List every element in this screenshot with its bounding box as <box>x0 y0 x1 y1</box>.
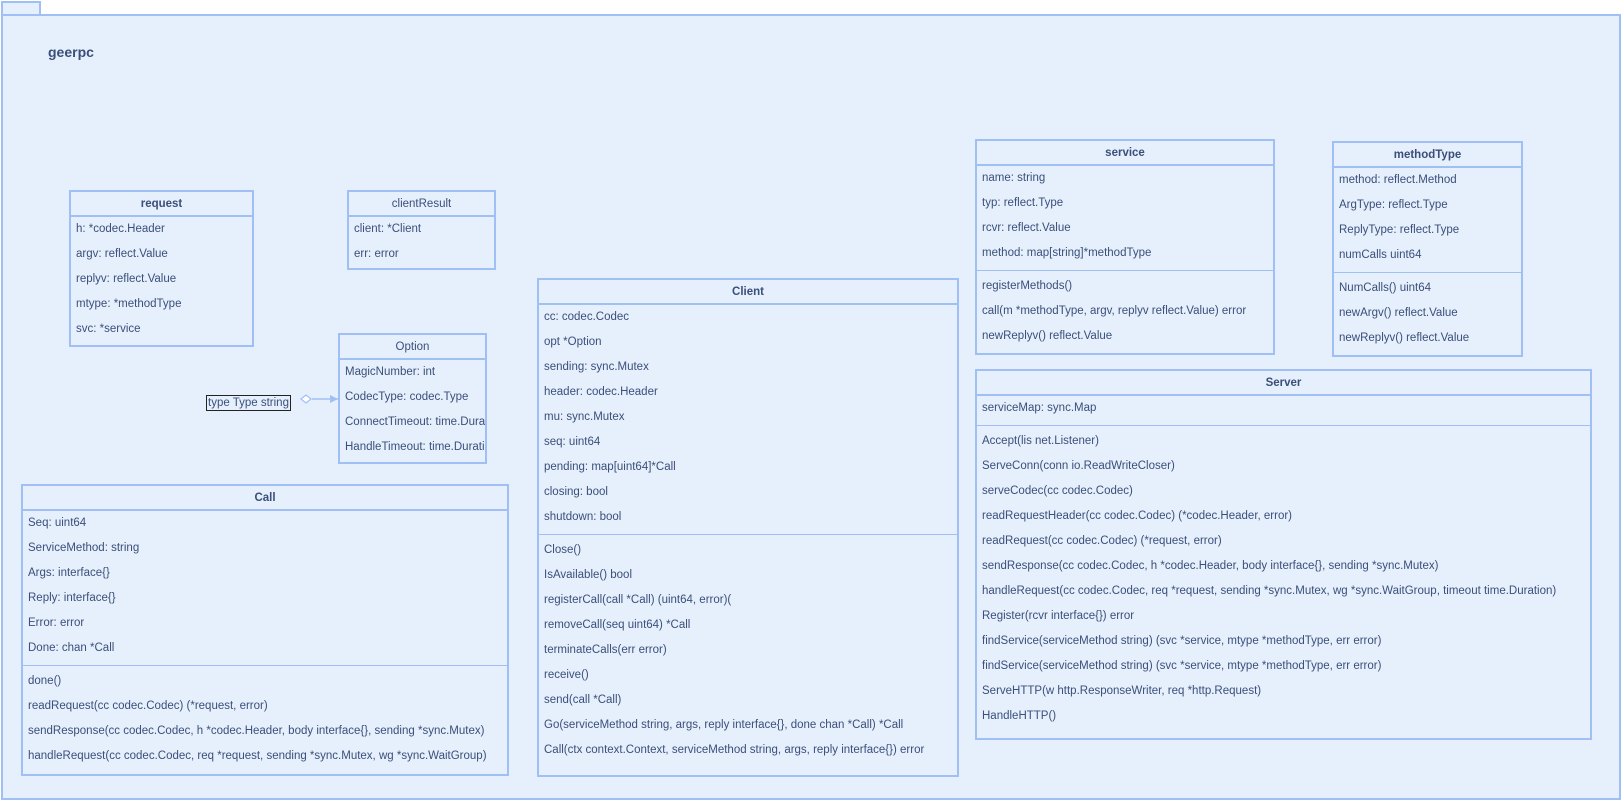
class-method: newReplyv() reflect.Value <box>982 330 1113 342</box>
class-field: method: reflect.Method <box>1339 174 1457 186</box>
class-field: svc: *service <box>76 323 141 335</box>
class-method: newReplyv() reflect.Value <box>1339 332 1470 344</box>
class-field: rcvr: reflect.Value <box>982 222 1071 234</box>
type-note: type Type string <box>206 395 291 411</box>
class-field: opt *Option <box>544 336 602 348</box>
class-field: err: error <box>354 248 399 260</box>
class-method: serveCodec(cc codec.Codec) <box>982 485 1133 497</box>
class-title: Call <box>23 486 507 511</box>
class-method: newArgv() reflect.Value <box>1339 307 1458 319</box>
class-title: Option <box>340 335 485 360</box>
class-field: Error: error <box>28 617 85 629</box>
class-field: argv: reflect.Value <box>76 248 168 260</box>
class-method: NumCalls() uint64 <box>1339 282 1432 294</box>
class-client[interactable]: Client cc: codec.Codec opt *Option sending:… <box>537 278 959 777</box>
class-method: readRequest(cc codec.Codec) (*request, e… <box>982 535 1222 547</box>
class-field: seq: uint64 <box>544 436 601 448</box>
class-method: Accept(lis net.Listener) <box>982 435 1099 447</box>
class-field: ReplyType: reflect.Type <box>1339 224 1460 236</box>
class-field: sending: sync.Mutex <box>544 361 649 373</box>
class-field: h: *codec.Header <box>76 223 165 235</box>
class-field: name: string <box>982 172 1046 184</box>
class-title: Client <box>539 280 957 305</box>
class-method: ServeHTTP(w http.ResponseWriter, req *ht… <box>982 685 1262 697</box>
class-title: clientResult <box>349 192 494 217</box>
class-field: serviceMap: sync.Map <box>982 402 1097 414</box>
class-method: registerCall(call *Call) (uint64, error)… <box>544 594 732 606</box>
class-field: Done: chan *Call <box>28 642 115 654</box>
class-title: Server <box>977 371 1590 396</box>
class-method: handleRequest(cc codec.Codec, req *reque… <box>982 585 1557 597</box>
class-field: pending: map[uint64]*Call <box>544 461 676 473</box>
class-method: readRequestHeader(cc codec.Codec) (*code… <box>982 510 1293 522</box>
class-method: Close() <box>544 544 582 556</box>
class-method: findService(serviceMethod string) (svc *… <box>982 660 1382 672</box>
class-title: request <box>71 192 252 217</box>
package-title: geerpc <box>48 44 94 60</box>
class-method: IsAvailable() bool <box>544 569 633 581</box>
package-tab <box>1 1 41 15</box>
class-divider <box>977 270 1273 271</box>
class-method: receive() <box>544 669 589 681</box>
class-method: sendResponse(cc codec.Codec, h *codec.He… <box>28 725 485 737</box>
class-divider <box>977 425 1590 426</box>
class-method: ServeConn(conn io.ReadWriteCloser) <box>982 460 1175 472</box>
class-field: ArgType: reflect.Type <box>1339 199 1448 211</box>
arrow-head <box>330 395 338 403</box>
class-divider <box>539 534 957 535</box>
class-method: terminateCalls(err error) <box>544 644 667 656</box>
class-method: registerMethods() <box>982 280 1073 292</box>
class-field: closing: bool <box>544 486 608 498</box>
class-field: ConnectTimeout: time.Duration <box>345 416 485 428</box>
class-field: mtype: *methodType <box>76 298 182 310</box>
class-field: cc: codec.Codec <box>544 311 630 323</box>
aggregation-diamond <box>300 394 312 404</box>
class-field: CodecType: codec.Type <box>345 391 469 403</box>
class-field: Reply: interface{} <box>28 592 116 604</box>
class-field: mu: sync.Mutex <box>544 411 625 423</box>
class-method: HandleHTTP() <box>982 710 1057 722</box>
class-field: client: *Client <box>354 223 422 235</box>
class-field: Seq: uint64 <box>28 517 87 529</box>
class-field: numCalls uint64 <box>1339 249 1422 261</box>
class-field: method: map[string]*methodType <box>982 247 1152 259</box>
class-service[interactable]: service name: string typ: reflect.Type rcvr… <box>975 139 1275 355</box>
class-method: sendResponse(cc codec.Codec, h *codec.He… <box>982 560 1439 572</box>
class-field: HandleTimeout: time.Duration <box>345 441 485 453</box>
class-title: methodType <box>1334 143 1521 168</box>
class-method: readRequest(cc codec.Codec) (*request, e… <box>28 700 268 712</box>
class-method: call(m *methodType, argv, replyv reflect… <box>982 305 1247 317</box>
class-method: handleRequest(cc codec.Codec, req *reque… <box>28 750 487 762</box>
class-method: Go(serviceMethod string, args, reply int… <box>544 719 904 731</box>
class-method: done() <box>28 675 62 687</box>
class-field: shutdown: bool <box>544 511 622 523</box>
class-method: removeCall(seq uint64) *Call <box>544 619 691 631</box>
class-divider <box>1334 272 1521 273</box>
class-clientresult[interactable]: clientResult client: *Client err: error <box>347 190 496 270</box>
class-title: service <box>977 141 1273 166</box>
class-divider <box>23 665 507 666</box>
class-method: send(call *Call) <box>544 694 622 706</box>
class-field: ServiceMethod: string <box>28 542 140 554</box>
class-field: typ: reflect.Type <box>982 197 1064 209</box>
class-method: Register(rcvr interface{}) error <box>982 610 1135 622</box>
class-request[interactable]: request h: *codec.Header argv: reflect.Val… <box>69 190 254 347</box>
class-field: replyv: reflect.Value <box>76 273 177 285</box>
class-field: MagicNumber: int <box>345 366 436 378</box>
class-field: header: codec.Header <box>544 386 658 398</box>
class-field: Args: interface{} <box>28 567 110 579</box>
class-method: findService(serviceMethod string) (svc *… <box>982 635 1382 647</box>
class-method: Call(ctx context.Context, serviceMethod … <box>544 744 925 756</box>
